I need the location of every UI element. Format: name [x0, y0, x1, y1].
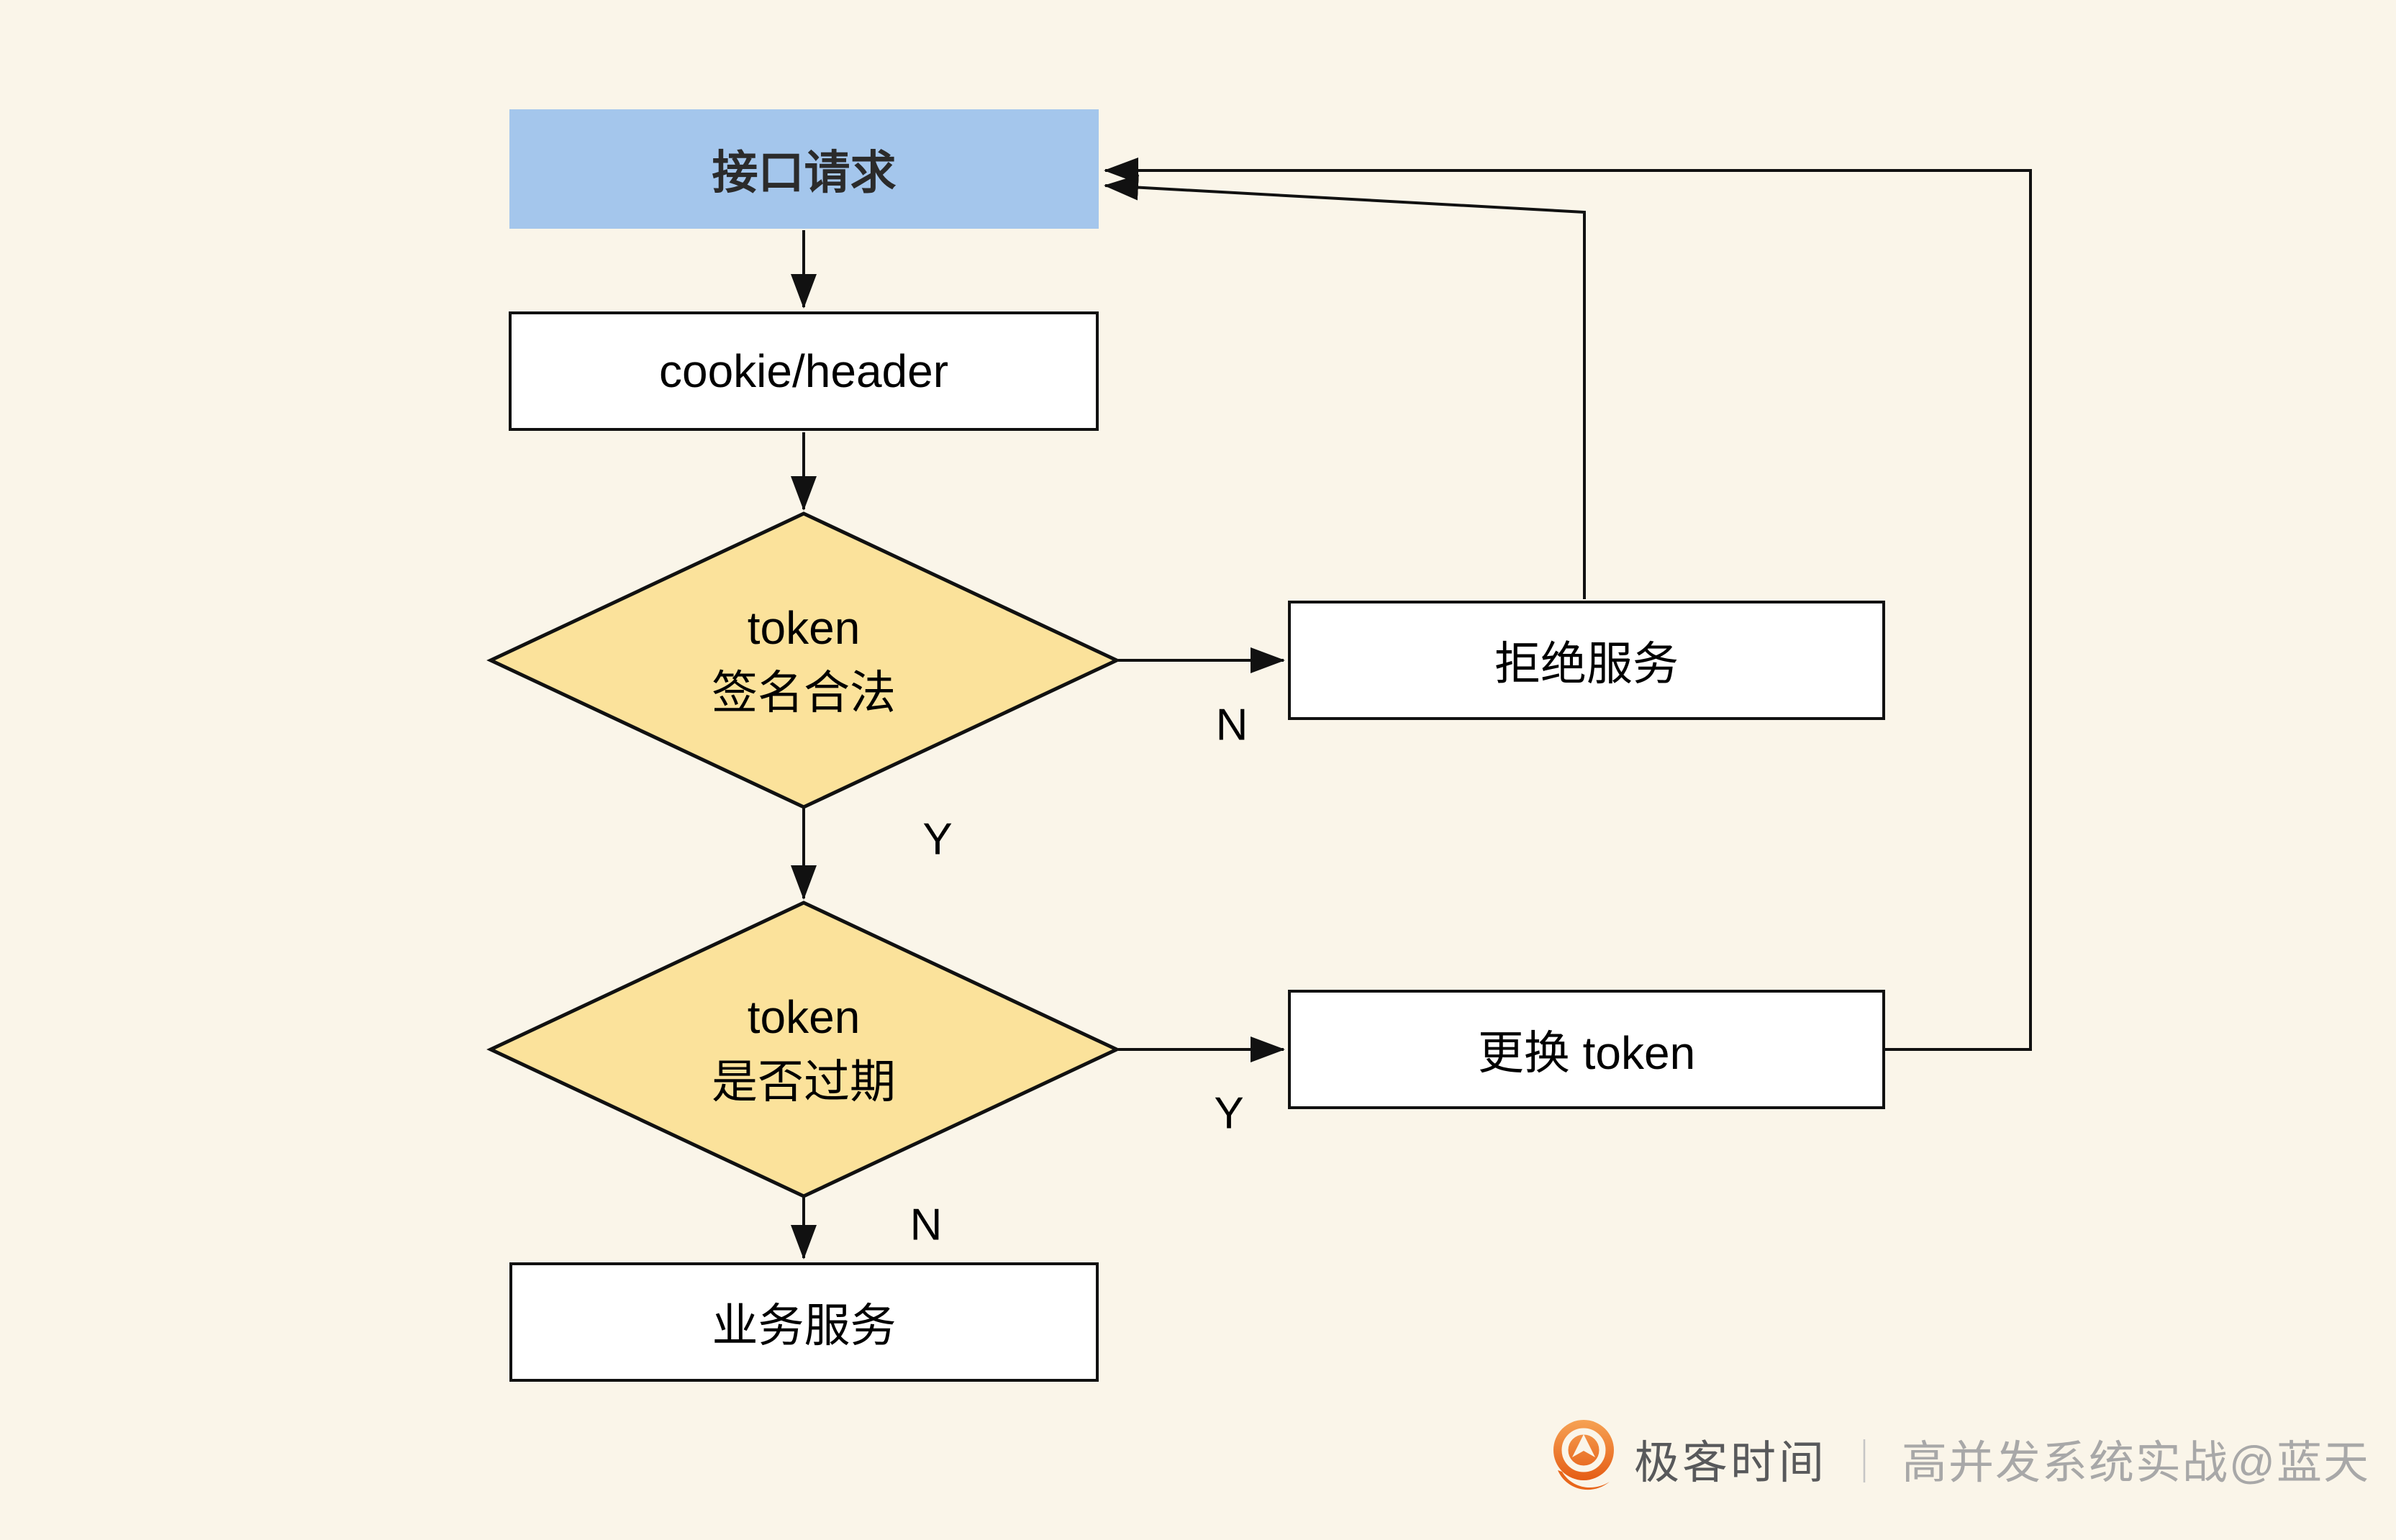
edge-reject-loop-to-start [1104, 174, 1586, 599]
edge-label-expire-yes: Y [1214, 1088, 1244, 1139]
decision-token-expired-shape [486, 901, 1121, 1198]
decision-token-signature-line1: token [747, 602, 861, 654]
edge-label-expire-no: N [909, 1200, 943, 1250]
geektime-logo-icon [1553, 1420, 1615, 1490]
node-cookie-header: cookie/header [509, 311, 1099, 431]
watermark: 极客时间 ｜ 高并发系统实战@蓝天 [1548, 1416, 2370, 1502]
node-api-request: 接口请求 [509, 109, 1099, 229]
decision-token-signature-label: token 签名合法 [712, 596, 896, 725]
node-renew-token-label: 更换 token [1477, 1027, 1696, 1079]
watermark-credit-text: 高并发系统实战@蓝天 [1902, 1437, 2370, 1488]
decision-token-signature-line2: 签名合法 [712, 667, 896, 719]
edge-label-sign-yes: Y [922, 814, 953, 865]
decision-token-expired-label: token 是否过期 [712, 985, 896, 1114]
decision-token-signature-shape [486, 511, 1121, 809]
watermark-divider: ｜ [1843, 1438, 1887, 1487]
node-reject-service: 拒绝服务 [1288, 601, 1885, 720]
node-renew-token: 更换 token [1288, 990, 1885, 1109]
node-business-service: 业务服务 [509, 1262, 1099, 1382]
node-api-request-label: 接口请求 [712, 147, 897, 199]
edge-label-sign-no: N [1215, 700, 1248, 750]
decision-token-expired-line2: 是否过期 [712, 1056, 896, 1108]
node-reject-service-label: 拒绝服务 [1494, 638, 1679, 690]
watermark-brand-text: 极客时间 [1634, 1437, 1828, 1488]
edge-renew-loop-to-start [1104, 158, 2032, 1051]
decision-token-expired-line1: token [747, 991, 861, 1043]
node-cookie-header-label: cookie/header [658, 345, 949, 397]
node-business-service-label: 业务服务 [712, 1300, 897, 1352]
